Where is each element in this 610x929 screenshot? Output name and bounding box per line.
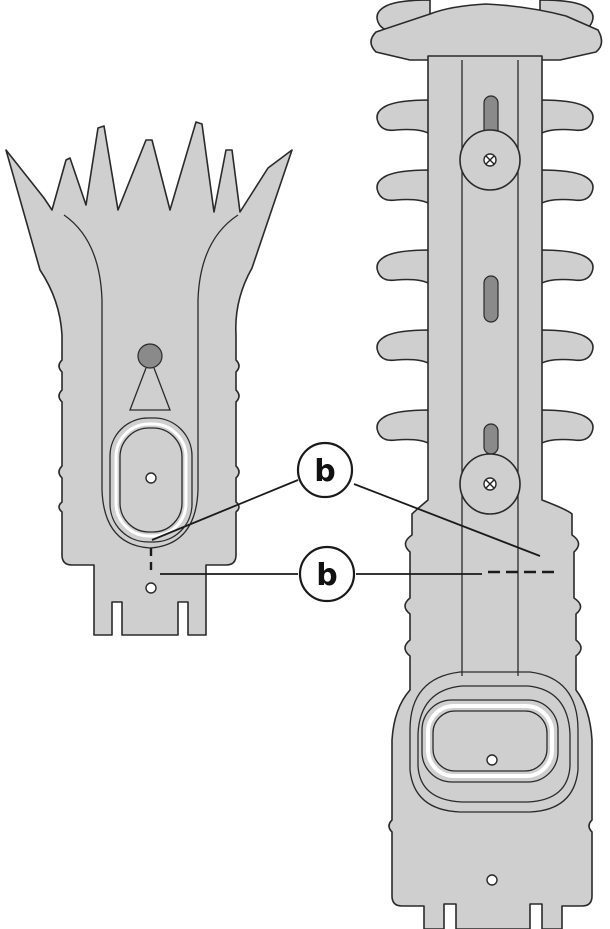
callout-lower-circle (298, 545, 356, 603)
hedge-blade-slot-lower (483, 423, 499, 455)
callout-upper-label: b (314, 454, 335, 489)
hedge-blade-oval-slot (426, 704, 554, 778)
leader-upper-right (353, 483, 541, 557)
hedge-blade-oval-outer (421, 699, 559, 783)
callout-upper-circle (296, 441, 354, 499)
callout-lower: b (298, 545, 356, 603)
callout-leaders (151, 479, 558, 575)
shrub-blade-mount-hole (145, 582, 157, 594)
hedge-trimmer-blade (370, 0, 603, 929)
shrub-blade-teardrop-guide (129, 367, 171, 411)
shrub-shear-blade (5, 121, 293, 636)
hedge-blade-oval-inner (432, 710, 548, 772)
hedge-blade-top-cap (370, 3, 603, 61)
leader-upper-left (151, 479, 299, 541)
shrub-blade-center-hole (145, 472, 157, 484)
hedge-blade-screw-top (459, 129, 521, 191)
shrub-blade-oval-slot (114, 422, 188, 538)
hedge-blade-slot-middle (483, 275, 499, 323)
shrub-blade-rivet (137, 343, 163, 369)
hedge-blade-housing-outer (409, 671, 579, 813)
hedge-blade-housing-inner (417, 685, 571, 803)
shrub-blade-outline (5, 121, 293, 636)
hedge-blade-screw-bottom (459, 453, 521, 515)
callout-lower-label: b (316, 558, 337, 593)
hedge-blade-center-hole (486, 754, 498, 766)
callout-upper: b (296, 441, 354, 499)
hedge-blade-mount-hole (486, 874, 498, 886)
shrub-blade-oval-outer (109, 417, 193, 543)
shrub-blade-oval-inner (119, 427, 183, 533)
